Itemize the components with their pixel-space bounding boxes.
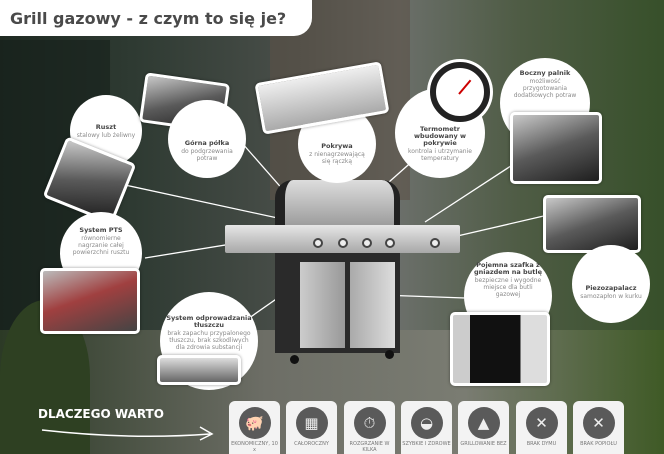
callout-desc: samozapłon w kurku [580, 292, 642, 300]
callout-title: Pokrywa [321, 141, 353, 150]
benefit-label: BRAK POPIOŁU [580, 441, 617, 447]
arrow-icon [41, 426, 214, 441]
callout-title: Ruszt [95, 122, 117, 131]
callout-desc: kontrola i utrzymanie temperatury [408, 148, 472, 162]
callout-desc: z nienagrzewającą się rączką [309, 150, 365, 165]
callout-desc: brak zapachu przypalonego tłuszczu, brak… [167, 330, 251, 351]
callout-desc: równomierne nagrzanie całej powierzchni … [72, 234, 130, 256]
benefit-label: SZYBKIE I ZDROWE [402, 441, 451, 447]
grease-tray-image [157, 355, 241, 385]
piezo-knobs-image [543, 195, 641, 253]
side-burner-image [510, 112, 602, 184]
knob-icon [385, 238, 395, 248]
callout-title: Boczny palnik [519, 69, 571, 77]
charcoal-bag-icon: ▲ [467, 407, 500, 439]
benefit-card-caloroczny: ▦ CAŁOROCZNY [286, 401, 337, 454]
plate-icon: ◒ [410, 407, 443, 439]
callout-desc: do podgrzewania potraw [181, 148, 233, 162]
benefit-label: BRAK DYMU [526, 441, 557, 447]
why-heading: DLACZEGO WARTO [38, 407, 164, 421]
cabinet-door-right [350, 262, 395, 348]
calendar-icon: ▦ [295, 407, 328, 439]
callout-title: System PTS [79, 225, 123, 234]
wheel-icon [290, 355, 299, 364]
stopwatch-icon: ⏱ [353, 407, 386, 439]
benefit-label: GRILLOWANIE BEZ [460, 441, 507, 447]
callout-desc: bezpieczne i wygodne miejsce dla butli g… [474, 277, 542, 298]
wheel-icon [385, 350, 394, 359]
benefit-card-brak-popiolu: ✕ BRAK POPIOŁU [573, 401, 624, 454]
knob-icon [313, 238, 323, 248]
benefit-label: CAŁOROCZNY [294, 441, 329, 447]
piggy-bank-icon: 🐖 [238, 407, 271, 439]
benefit-card-szybkie: ◒ SZYBKIE I ZDROWE [401, 401, 452, 454]
benefit-card-brak-dymu: ✕ BRAK DYMU [516, 401, 567, 454]
no-ash-icon: ✕ [582, 407, 615, 439]
callout-title: Termometr wbudowany w pokrywie [414, 125, 466, 147]
knob-icon [362, 238, 372, 248]
callout-desc: możliwość przygotowania dodatkowych potr… [513, 78, 577, 99]
callout-desc: stalowy lub żeliwny [76, 131, 136, 139]
knob-icon [338, 238, 348, 248]
benefit-label: EKONOMICZNY, 10 x [231, 441, 278, 453]
benefit-label: ROZGRZANIE W KILKA [349, 441, 390, 453]
benefit-card-rozgrzanie: ⏱ ROZGRZANIE W KILKA [344, 401, 395, 454]
benefit-card-ekonomiczny: 🐖 EKONOMICZNY, 10 x [229, 401, 280, 454]
callout-title: Górna półka [184, 139, 230, 147]
knob-icon [430, 238, 440, 248]
no-smoke-icon: ✕ [525, 407, 558, 439]
page-title: Grill gazowy - z czym to się je? [0, 0, 312, 36]
cabinet-door-left [300, 262, 345, 348]
pts-grill-image [40, 268, 140, 334]
callout-title: Piezozapalacz [585, 283, 637, 292]
callout-title: Pojemna szafka z gniazdem na butlę [473, 261, 543, 276]
thermometer-gauge-icon [430, 62, 490, 122]
cabinet-image [450, 312, 550, 386]
benefit-card-grillowanie: ▲ GRILLOWANIE BEZ [458, 401, 509, 454]
grill-lid [275, 180, 400, 228]
callout-title: System odprowadzania tłuszczu [166, 314, 252, 329]
